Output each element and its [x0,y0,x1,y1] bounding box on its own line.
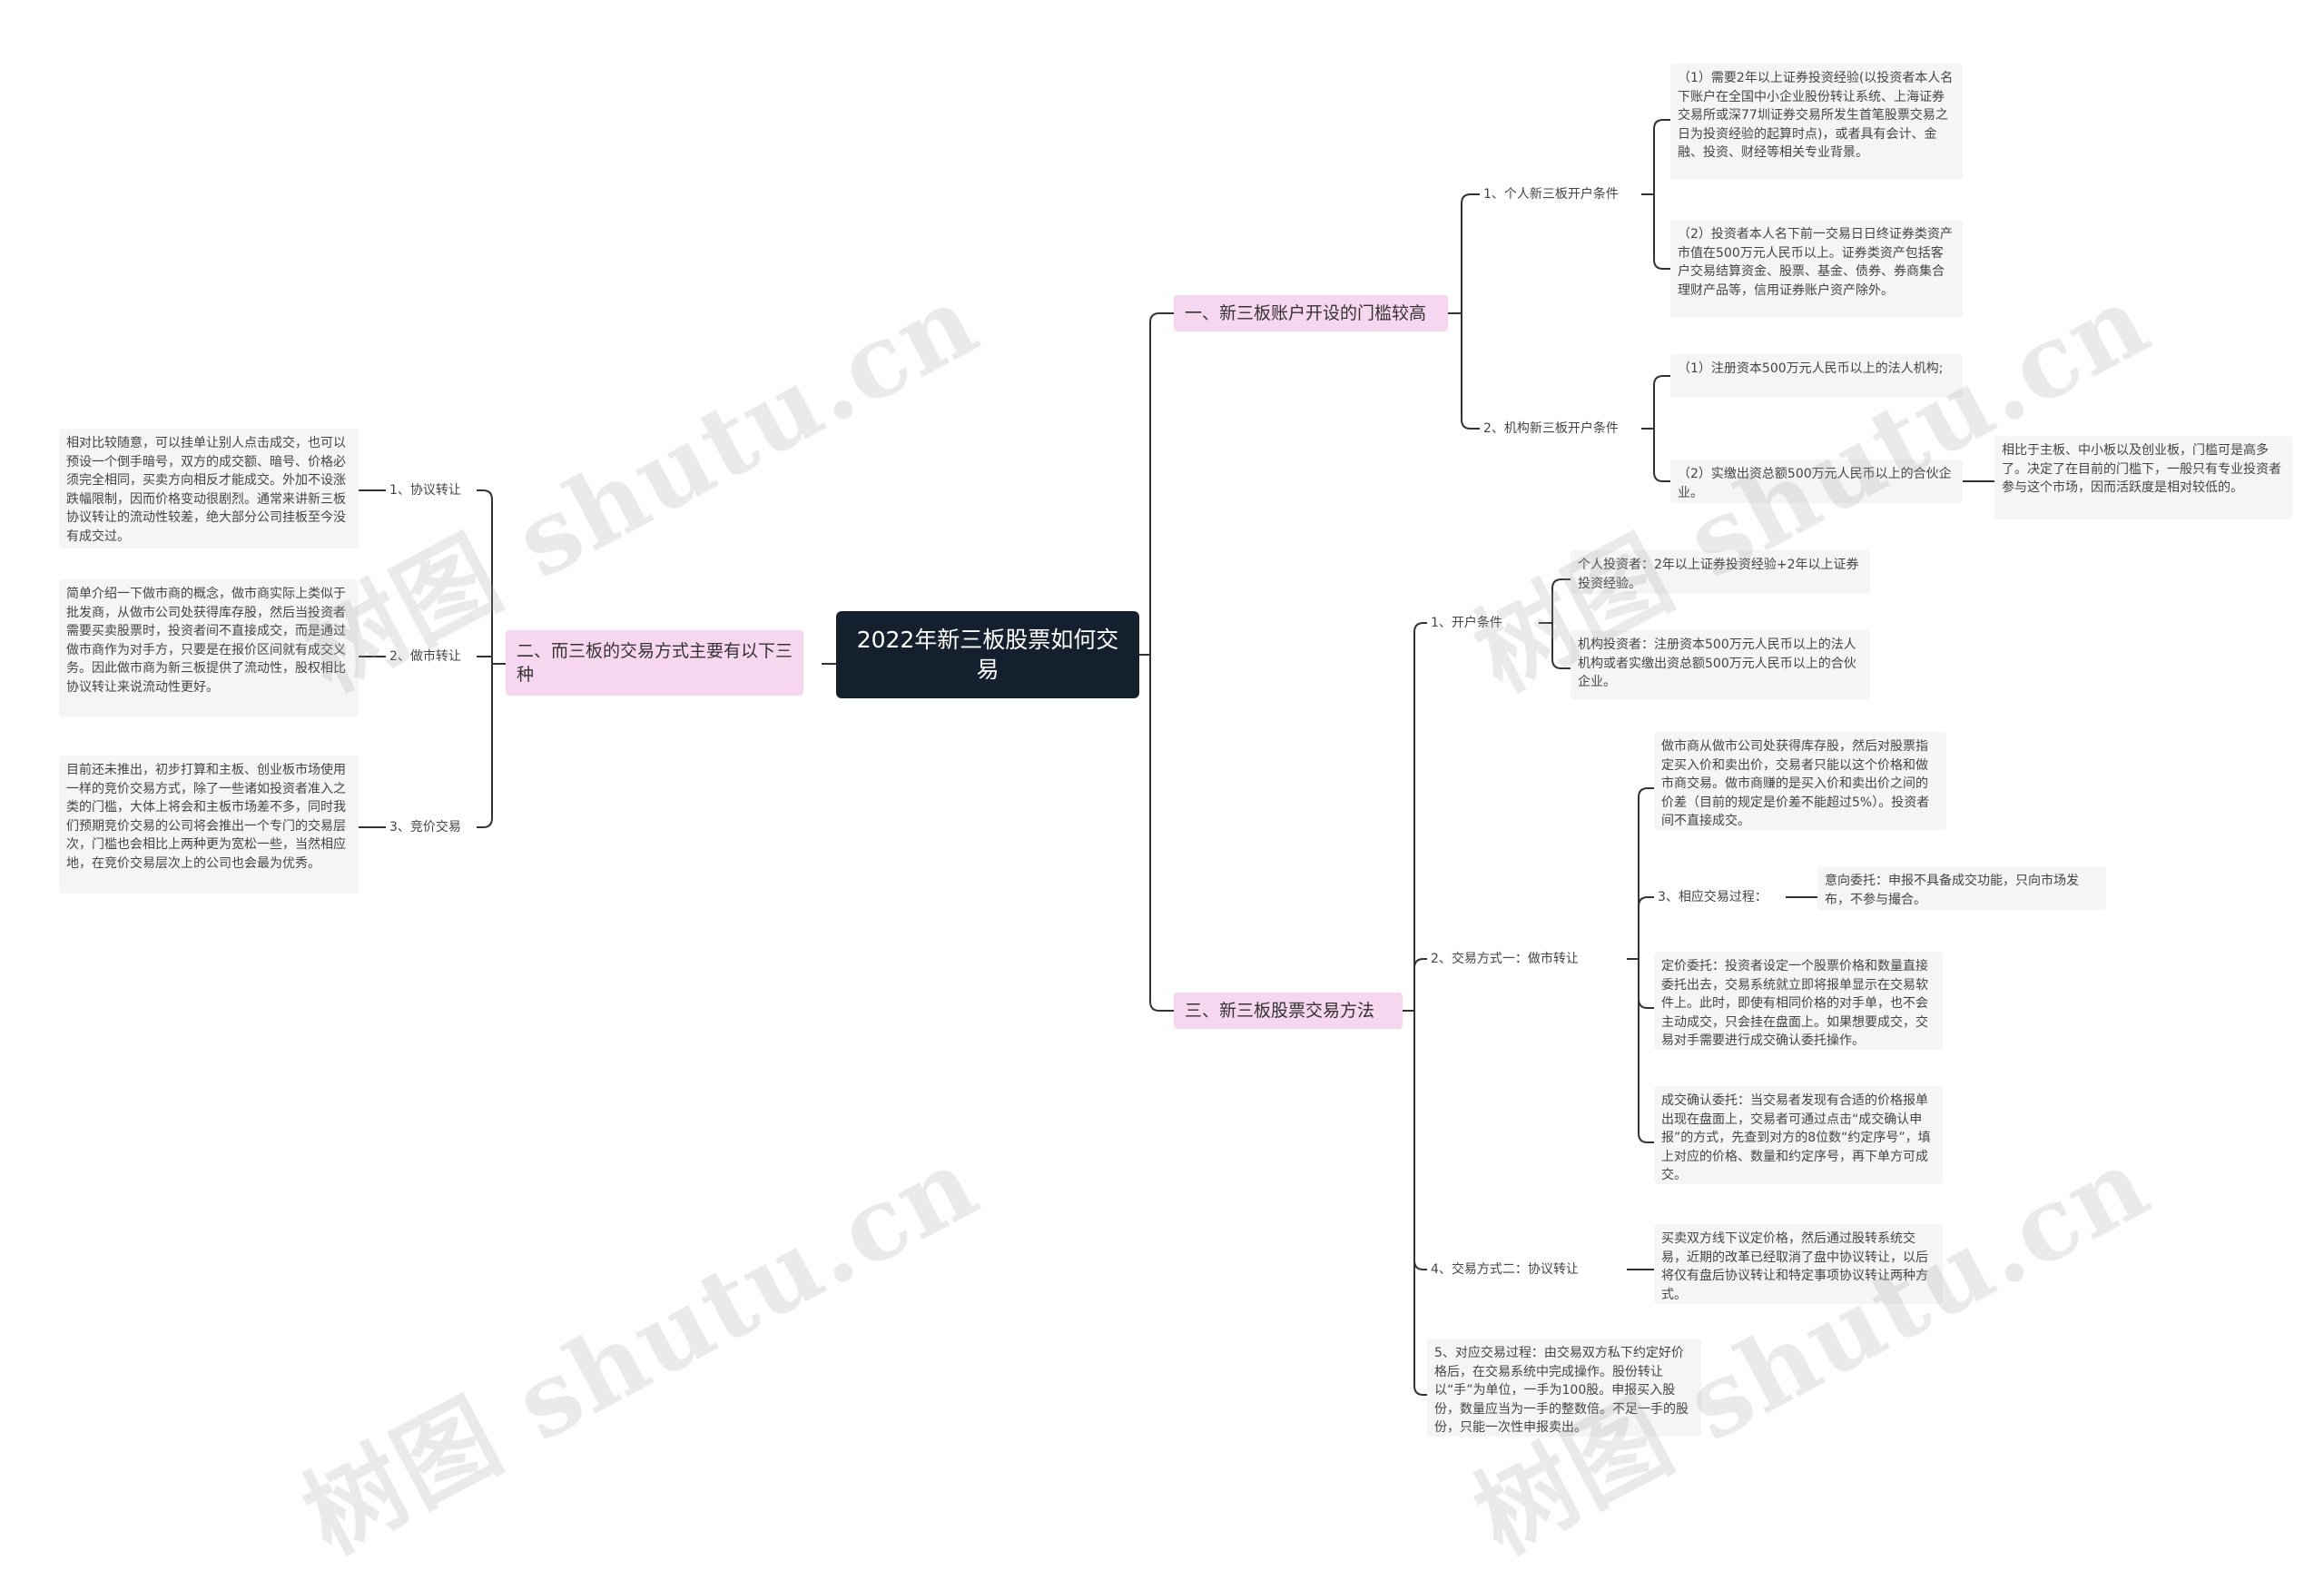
leaf-market-making-desc[interactable]: 做市商从做市公司处获得库存股，然后对股票指定买入价和卖出价，交易者只能以这个价格… [1654,732,1946,830]
topic-personal-conditions[interactable]: 1、个人新三板开户条件 [1480,184,1641,204]
leaf-personal-condition-2[interactable]: （2）投资者本人名下前一交易日日终证券类资产市值在500万元人民币以上。证券类资… [1670,220,1963,318]
leaf-agreement-mode-desc[interactable]: 相对比较随意，可以挂单让别人点击成交，也可以预设一个倒手暗号，双方的成交额、暗号… [59,429,359,548]
topic-market-mode[interactable]: 2、做市转让 [386,647,477,667]
topic-bidding-mode[interactable]: 3、竞价交易 [386,817,477,837]
connector-lines [359,119,1994,1396]
root-topic[interactable]: 2022年新三板股票如何交易 [836,611,1139,698]
root-topic-label: 2022年新三板股票如何交易 [856,627,1119,683]
leaf-confirm-order[interactable]: 成交确认委托：当交易者发现有合适的价格报单出现在盘面上，交易者可通过点击“成交确… [1654,1086,1943,1184]
leaf-intent-order[interactable]: 意向委托：申报不具备成交功能，只向市场发布，不参与撮合。 [1817,866,2106,910]
leaf-institution-condition-2[interactable]: （2）实缴出资总额500万元人民币以上的合伙企业。 [1670,459,1963,503]
leaf-process-desc[interactable]: 5、对应交易过程：由交易双方私下约定好价格后，在交易系统中完成操作。股份转让以“… [1427,1339,1701,1437]
leaf-fixed-price-order[interactable]: 定价委托：投资者设定一个股票价格和数量直接委托出去，交易系统就立即将报单显示在交… [1654,952,1943,1050]
branch-trading-methods-label: 三、新三板股票交易方法 [1185,1001,1375,1021]
leaf-open-personal[interactable]: 个人投资者：2年以上证券投资经验+2年以上证券投资经验。 [1571,550,1870,594]
topic-open-conditions[interactable]: 1、开户条件 [1427,613,1539,633]
leaf-agreement-desc[interactable]: 买卖双方线下议定价格，然后通过股转系统交易，近期的改革已经取消了盘中协议转让，以… [1654,1224,1943,1304]
leaf-open-institution[interactable]: 机构投资者：注册资本500万元人民币以上的法人机构或者实缴出资总额500万元人民… [1571,630,1870,699]
leaf-personal-condition-1[interactable]: （1）需要2年以上证券投资经验(以投资者本人名下账户在全国中小企业股份转让系统、… [1670,64,1963,180]
topic-trading-process[interactable]: 3、相应交易过程： [1654,887,1786,907]
leaf-institution-condition-1[interactable]: （1）注册资本500万元人民币以上的法人机构; [1670,354,1963,398]
branch-trading-methods[interactable]: 三、新三板股票交易方法 [1174,993,1403,1029]
branch-account-threshold-label: 一、新三板账户开设的门槛较高 [1185,303,1427,323]
topic-agreement-mode[interactable]: 1、协议转让 [386,480,477,500]
leaf-bidding-mode-desc[interactable]: 目前还未推出，初步打算和主板、创业板市场使用一样的竞价交易方式，除了一些诸如投资… [59,756,359,894]
topic-agreement-transfer[interactable]: 4、交易方式二：协议转让 [1427,1260,1627,1280]
branch-three-trading-modes[interactable]: 二、而三板的交易方式主要有以下三种 [506,630,803,696]
topic-market-making[interactable]: 2、交易方式一：做市转让 [1427,949,1627,969]
topic-institution-conditions[interactable]: 2、机构新三板开户条件 [1480,419,1641,439]
leaf-market-mode-desc[interactable]: 简单介绍一下做市商的概念，做市商实际上类似于批发商，从做市公司处获得库存股，然后… [59,579,359,717]
branch-three-trading-modes-label: 二、而三板的交易方式主要有以下三种 [517,641,793,685]
leaf-threshold-note[interactable]: 相比于主板、中小板以及创业板，门槛可是高多了。决定了在目前的门槛下，一般只有专业… [1994,436,2292,519]
branch-account-threshold[interactable]: 一、新三板账户开设的门槛较高 [1174,295,1448,331]
